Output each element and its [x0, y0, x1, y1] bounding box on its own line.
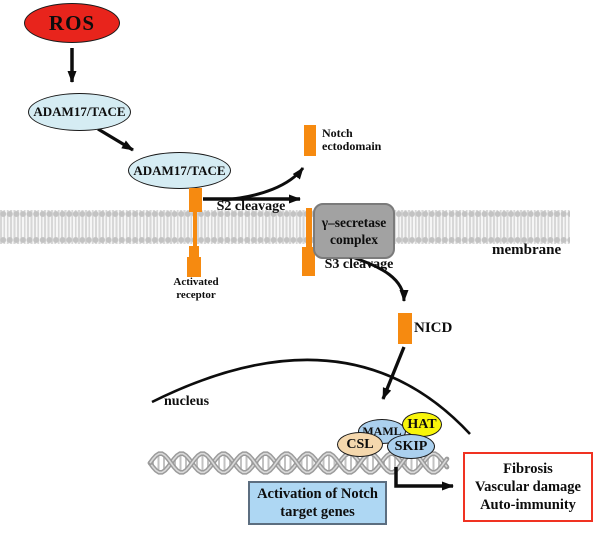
gamma-secretase-label-line2: complex	[330, 232, 378, 247]
csl-node: CSL	[337, 432, 383, 457]
disease-outcomes-box: Fibrosis Vascular damage Auto-immunity	[463, 452, 593, 522]
arrow-adam17-to-membrane-adam17	[97, 127, 134, 152]
nicd-label: NICD	[414, 320, 453, 336]
hat-label: HAT	[407, 416, 437, 432]
adam17-tace-membrane-label: ADAM17/TACE	[133, 162, 226, 178]
activation-box-line2: target genes	[280, 504, 355, 520]
s3-cleavage-label: S3 cleavage	[324, 257, 394, 272]
outcome-fibrosis: Fibrosis	[503, 461, 553, 477]
adam17-tace-cytosol-node: ADAM17/TACE	[28, 93, 131, 131]
notch-ectodomain-fragment	[304, 125, 316, 156]
receptor-fragment-mid	[189, 246, 199, 257]
arrow-nicd-to-complex	[381, 346, 406, 400]
csl-label: CSL	[346, 436, 374, 452]
notch-transmembrane-stub	[306, 208, 312, 248]
skip-node: SKIP	[387, 434, 435, 459]
outcome-auto-immunity: Auto-immunity	[480, 497, 576, 513]
arrow-ectodomain-release	[221, 167, 305, 202]
adam17-tace-membrane-node: ADAM17/TACE	[128, 152, 231, 189]
activation-box-line1: Activation of Notch	[257, 486, 378, 502]
s2-cleavage-label: S2 cleavage	[216, 199, 286, 214]
receptor-fragment-top	[189, 188, 202, 212]
activation-target-genes-box: Activation of Notch target genes	[248, 481, 387, 525]
activated-receptor-label: Activated receptor	[173, 276, 219, 301]
membrane-band	[0, 209, 570, 245]
adam17-tace-label: ADAM17/TACE	[33, 104, 126, 119]
s3-fragment	[302, 247, 315, 276]
nucleus-label: nucleus	[164, 394, 210, 409]
gamma-secretase-label-line1: γ–secretase	[321, 215, 387, 230]
receptor-fragment-bottom	[187, 257, 201, 277]
outcome-vascular-damage: Vascular damage	[475, 479, 581, 495]
ros-label: ROS	[48, 10, 96, 35]
gamma-secretase-complex-node: γ–secretase complex	[313, 203, 395, 259]
notch-ectodomain-label: Notch ectodomain	[322, 126, 382, 153]
arrow-genes-to-outcomes	[394, 467, 454, 491]
hat-node: HAT	[402, 412, 442, 437]
skip-label: SKIP	[394, 438, 428, 454]
membrane-label: membrane	[492, 242, 562, 258]
nicd-fragment	[398, 313, 412, 344]
receptor-transmembrane-segment	[193, 212, 197, 246]
ros-node: ROS	[24, 3, 120, 43]
